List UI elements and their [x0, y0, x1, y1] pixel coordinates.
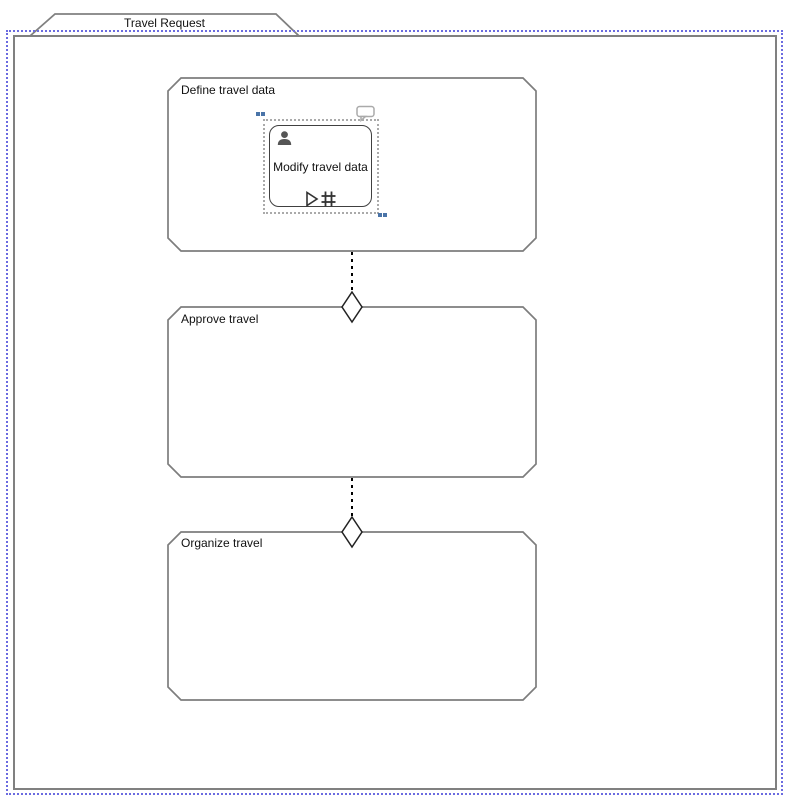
- stage-label-define-travel-data: Define travel data: [181, 83, 276, 97]
- stage-shape-approve-travel[interactable]: [167, 306, 537, 478]
- entry-criterion-diamond-approve-travel[interactable]: [341, 290, 363, 324]
- resize-handle-top-left[interactable]: [261, 112, 265, 116]
- resize-handle-bottom-right[interactable]: [378, 213, 382, 217]
- repetition-hash-marker-icon: [321, 191, 336, 207]
- manual-activation-play-marker-icon: [306, 191, 319, 207]
- task-markers: [306, 191, 336, 207]
- comment-bubble-icon[interactable]: [355, 105, 379, 123]
- stage-shape-organize-travel[interactable]: [167, 531, 537, 701]
- task-modify-travel-data[interactable]: [269, 125, 372, 207]
- entry-criterion-diamond-organize-travel[interactable]: [341, 515, 363, 549]
- resize-handle-top-left[interactable]: [256, 112, 260, 116]
- resize-handle-bottom-right[interactable]: [383, 213, 387, 217]
- stage-label-approve-travel: Approve travel: [181, 312, 259, 326]
- task-selection-outline: [263, 119, 379, 214]
- task-label: Modify travel data: [273, 160, 368, 174]
- stage-label-organize-travel: Organize travel: [181, 536, 263, 550]
- user-icon: [277, 131, 292, 145]
- case-plan-title: Travel Request: [124, 16, 205, 30]
